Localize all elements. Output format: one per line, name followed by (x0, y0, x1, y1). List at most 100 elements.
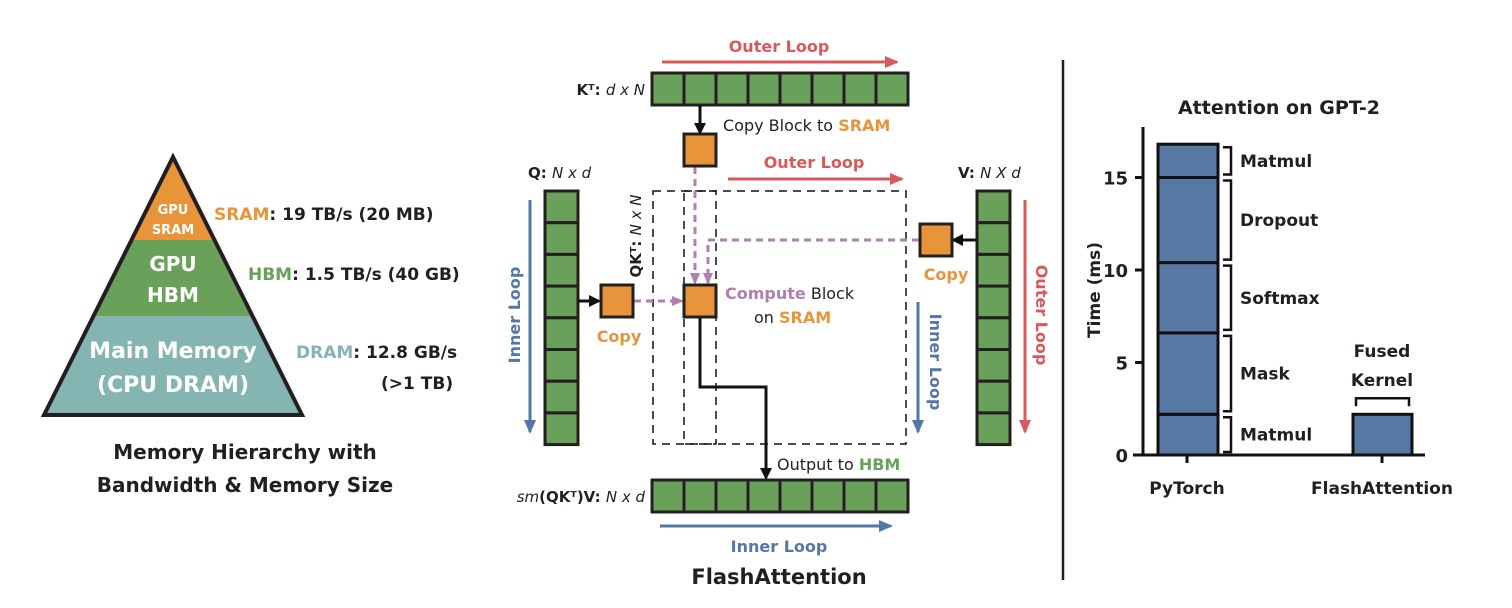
v-matrix-block (975, 316, 1012, 351)
inner-loop-label: Inner Loop (505, 267, 524, 364)
segment-bracket (1223, 334, 1233, 413)
hbm-tier (94, 240, 252, 316)
segment-label: Mask (1240, 365, 1291, 385)
hierarchy-caption: Bandwidth & Memory Size (97, 473, 393, 497)
copy-label: Copy (924, 265, 969, 284)
qkt-matrix (652, 190, 907, 445)
output-matrix-block (778, 478, 814, 514)
output-label: sm(QKᵀ)V: N x d (517, 488, 646, 506)
q-label: Q: N x d (528, 164, 592, 182)
dram-spec: DRAM: 12.8 GB/s (296, 343, 457, 363)
kt-matrix-block (650, 71, 686, 107)
output-matrix-block (810, 478, 846, 514)
output-matrix-block (842, 478, 878, 514)
v-sram-block (918, 222, 954, 258)
compute-block-label: Compute Block (725, 284, 855, 303)
kt-matrix-block (874, 71, 910, 107)
y-tick-label: 10 (1103, 261, 1128, 282)
on-sram-label: on SRAM (754, 308, 831, 327)
y-tick-label: 0 (1115, 446, 1128, 467)
bar-segment-matmul (1156, 412, 1220, 457)
v-matrix-block (975, 348, 1012, 383)
kt-matrix-block (778, 71, 814, 107)
inner-loop-label: Inner Loop (731, 537, 828, 556)
y-tick-label: 5 (1115, 354, 1128, 375)
kt-matrix-block (746, 71, 782, 107)
chart-title: Attention on GPT-2 (1178, 97, 1380, 119)
q-matrix-block (543, 379, 580, 415)
y-tick-label: 15 (1103, 169, 1128, 190)
dram-size: (>1 TB) (381, 374, 453, 394)
tier-label: SRAM (152, 223, 194, 238)
attention-time-chart: Attention on GPT-2 Time (ms) 051015Matmu… (1085, 97, 1453, 499)
segment-label: Matmul (1240, 152, 1312, 172)
x-tick-label: FlashAttention (1311, 479, 1453, 499)
flashattention-diagram: Outer Loop Outer Loop Inner Loop Inner L… (505, 37, 1051, 589)
tier-label: HBM (147, 283, 199, 307)
memory-hierarchy: GPU SRAM GPU HBM Main Memory (CPU DRAM) … (40, 152, 460, 497)
q-matrix-block (543, 411, 580, 447)
fused-kernel-label: Kernel (1351, 371, 1413, 391)
bar-fused-kernel (1351, 412, 1414, 457)
kt-matrix-block (714, 71, 750, 107)
hbm-spec: HBM: 1.5 TB/s (40 GB) (248, 265, 460, 285)
v-matrix-block (975, 379, 1012, 415)
flashattention-title: FlashAttention (691, 565, 866, 589)
segment-label: Dropout (1240, 211, 1318, 231)
tier-label: (CPU DRAM) (97, 373, 249, 398)
dram-tier (44, 316, 302, 415)
qkt-label: QKᵀ: N x N (627, 195, 645, 278)
kt-matrix-block (682, 71, 718, 107)
outer-loop-label: Outer Loop (764, 153, 865, 172)
output-matrix-block (650, 478, 686, 514)
output-arrow (698, 318, 772, 480)
output-to-hbm-label: Output to HBM (777, 455, 900, 474)
v-matrix-block (975, 284, 1012, 320)
sram-spec: SRAM: 19 TB/s (20 MB) (214, 205, 434, 225)
segment-bracket (1223, 264, 1233, 332)
output-matrix-block (682, 478, 718, 514)
compute-sram-block (682, 283, 718, 319)
x-tick-label: PyTorch (1149, 479, 1224, 499)
kt-label: Kᵀ: d x N (577, 81, 645, 99)
kt-sram-block (682, 132, 718, 168)
kt-matrix-block (810, 71, 846, 107)
q-matrix-block (543, 189, 580, 225)
segment-label: Matmul (1240, 426, 1312, 446)
bar-segment-matmul (1156, 142, 1220, 179)
segment-bracket (1223, 416, 1233, 454)
outer-loop-label: Outer Loop (1032, 265, 1051, 366)
v-matrix-block (975, 189, 1012, 225)
bar-segment-dropout (1156, 176, 1220, 265)
tier-label: Main Memory (89, 339, 257, 364)
copy-label: Copy (597, 327, 642, 346)
kt-matrix-block (842, 71, 878, 107)
v-matrix-block (975, 221, 1012, 256)
q-matrix-block (543, 284, 580, 320)
fused-kernel-bracket (1354, 397, 1411, 407)
tier-label: GPU (158, 203, 189, 218)
q-matrix-block (543, 252, 580, 288)
segment-label: Softmax (1240, 289, 1320, 309)
output-matrix-block (746, 478, 782, 514)
v-matrix-block (975, 252, 1012, 288)
v-matrix-block (975, 411, 1012, 447)
bar-segment-mask (1156, 331, 1220, 416)
bar-segment-softmax (1156, 261, 1220, 335)
pyramid-outline (40, 152, 306, 417)
hierarchy-caption: Memory Hierarchy with (113, 440, 377, 464)
outer-loop-label: Outer Loop (729, 37, 830, 56)
fused-kernel-label: Fused (1354, 342, 1411, 362)
segment-bracket (1223, 179, 1233, 261)
tier-label: GPU (149, 252, 196, 276)
q-matrix-block (543, 316, 580, 351)
load-arrow (703, 238, 919, 285)
q-sram-block (599, 283, 635, 319)
sram-tier (132, 157, 214, 240)
y-axis-label: Time (ms) (1085, 242, 1105, 338)
inner-loop-label: Inner Loop (926, 314, 945, 411)
q-matrix-block (543, 221, 580, 256)
v-label: V: N X d (958, 164, 1021, 182)
q-matrix-block (543, 348, 580, 383)
